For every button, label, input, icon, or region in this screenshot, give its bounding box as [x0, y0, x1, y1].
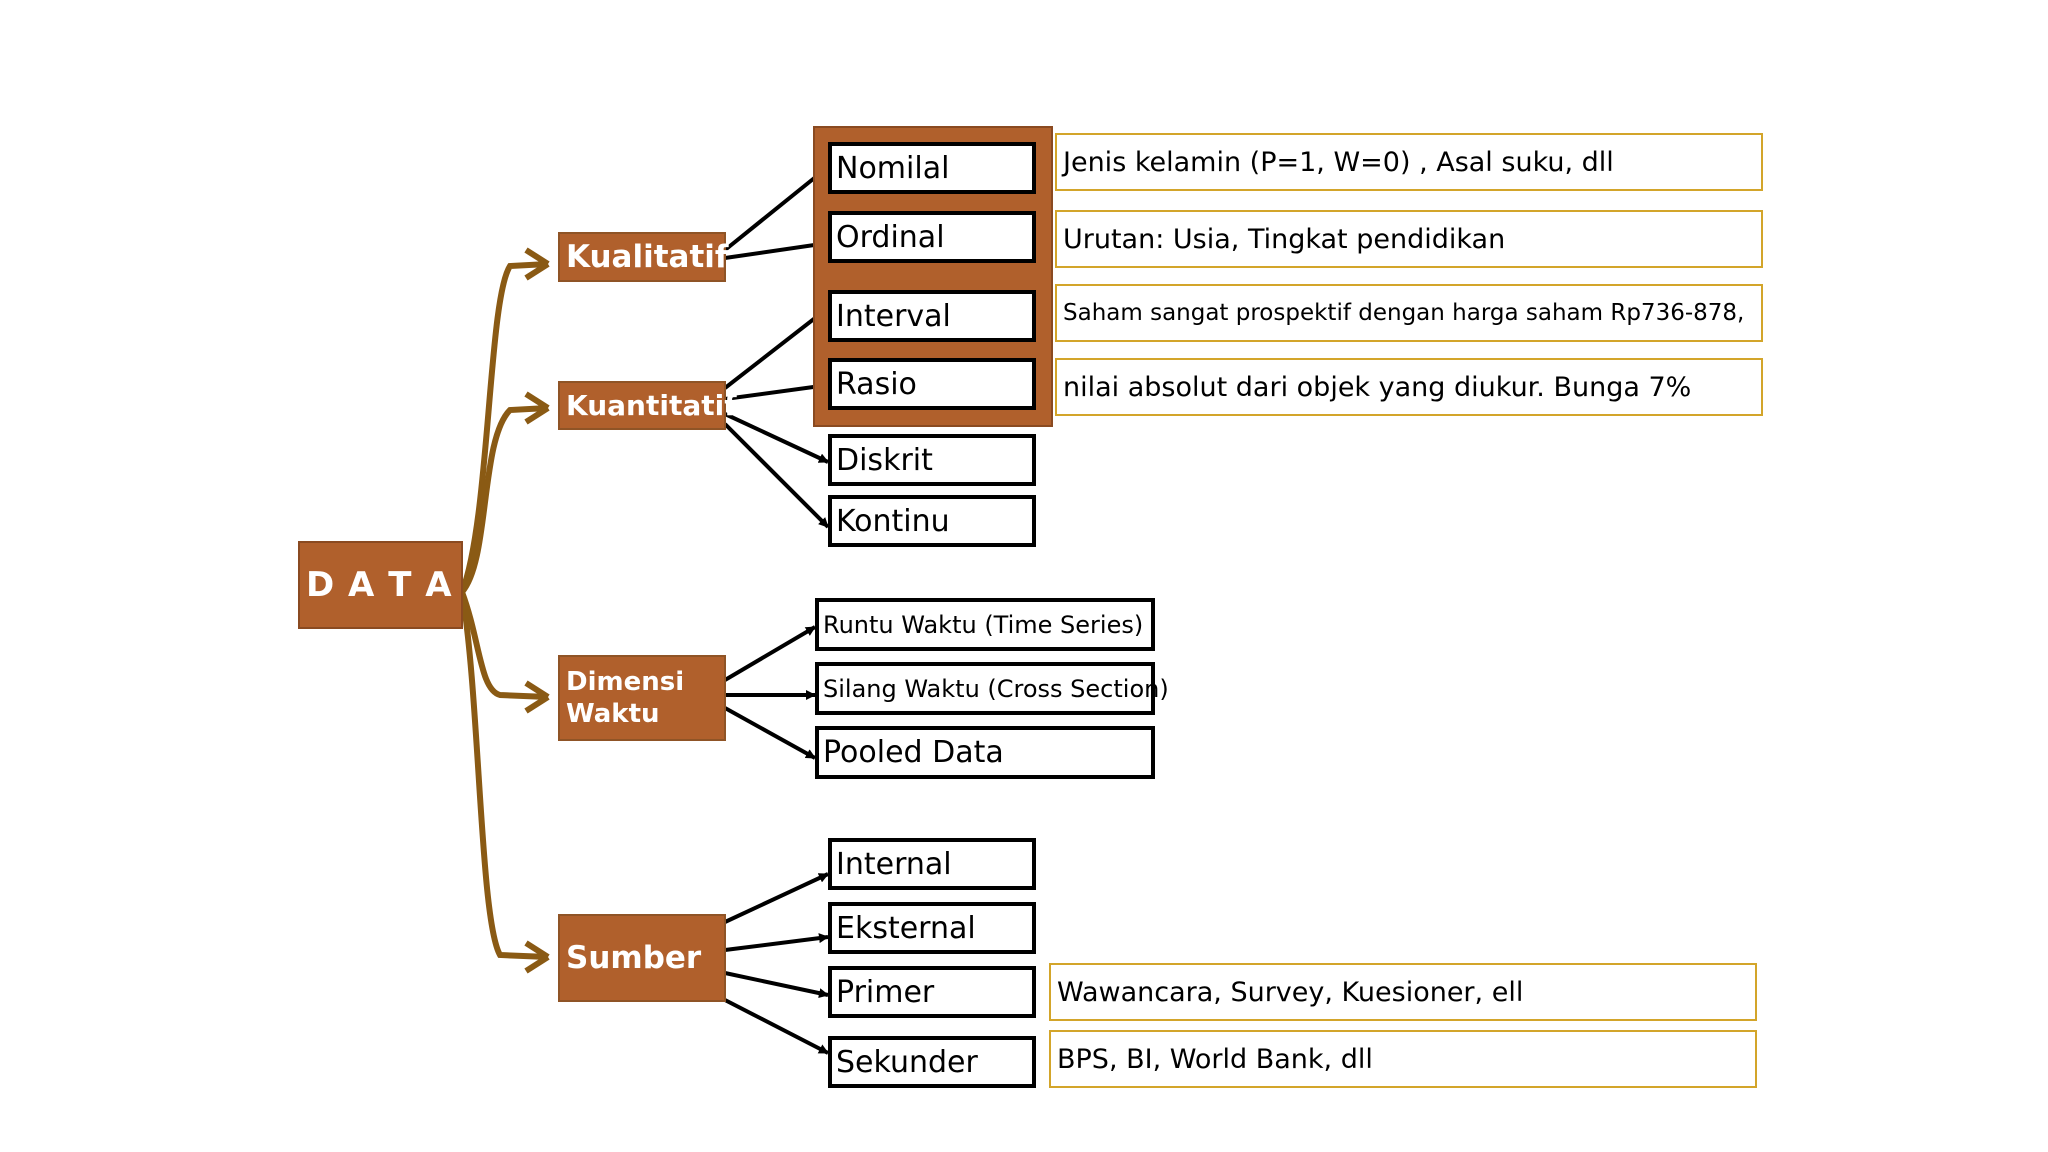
arrow-dimensi-pooled [724, 706, 816, 760]
leaf-silang-waktu-label: Silang Waktu (Cross Section) [823, 674, 1169, 703]
arrow-sumber-eksternal [724, 933, 829, 952]
leaf-pooled-data: Pooled Data [815, 726, 1155, 779]
arrow-kualitatif-nomilal [723, 165, 830, 252]
leaf-ordinal-label: Ordinal [836, 219, 945, 255]
arrow-data-kualitatif [459, 261, 549, 594]
arrow-sumber-internal [724, 872, 829, 924]
leaf-interval: Interval [828, 290, 1036, 342]
leaf-kontinu-label: Kontinu [836, 503, 950, 539]
category-kuantitatif: Kuantitatif [558, 381, 736, 430]
leaf-primer: Primer [828, 966, 1036, 1018]
leaf-internal-label: Internal [836, 846, 952, 882]
category-dimensi-waktu: Dimensi Waktu [558, 655, 726, 741]
leaf-nomilal: Nomilal [828, 142, 1036, 194]
arrow-kuantitatif-diskrit [724, 412, 829, 464]
category-kuantitatif-label: Kuantitatif [566, 389, 737, 422]
example-ordinal-text: Urutan: Usia, Tingkat pendidikan [1063, 223, 1506, 255]
root-arrows [459, 247, 550, 974]
category-dimensi-waktu-label: Dimensi Waktu [566, 667, 685, 729]
leaf-nomilal-label: Nomilal [836, 150, 950, 186]
leaf-silang-waktu: Silang Waktu (Cross Section) [815, 662, 1169, 715]
arrow-kuantitatif-interval [723, 306, 830, 390]
example-interval-text: Saham sangat prospektif dengan harga sah… [1063, 300, 1745, 326]
leaf-ordinal: Ordinal [828, 211, 1036, 263]
leaf-runtu-waktu: Runtu Waktu (Time Series) [815, 598, 1155, 651]
leaf-sekunder: Sekunder [828, 1036, 1036, 1088]
data-root-node: D A T A [298, 541, 463, 629]
leaf-kontinu: Kontinu [828, 495, 1036, 547]
arrow-kuantitatif-kontinu [723, 422, 830, 529]
arrow-data-dimensi-waktu [459, 590, 549, 700]
arrow-kuantitatif-rasio [724, 381, 829, 401]
example-nomilal-text: Jenis kelamin (P=1, W=0) , Asal suku, dl… [1063, 146, 1614, 178]
leaf-primer-label: Primer [836, 974, 935, 1010]
leaf-arrows [723, 165, 830, 1055]
arrow-data-sumber [459, 591, 549, 960]
example-primer: Wawancara, Survey, Kuesioner, ell [1049, 963, 1757, 1021]
leaf-pooled-data-label: Pooled Data [823, 735, 1004, 770]
example-ordinal: Urutan: Usia, Tingkat pendidikan [1055, 210, 1763, 268]
category-kualitatif: Kualitatif [558, 232, 729, 282]
arrow-data-kuantitatif [459, 405, 549, 594]
leaf-eksternal: Eksternal [828, 902, 1036, 954]
arrow-sumber-sekunder [724, 998, 829, 1055]
leaf-rasio: Rasio [828, 358, 1036, 410]
arrow-sumber-primer [724, 971, 829, 999]
leaf-diskrit: Diskrit [828, 434, 1036, 486]
arrow-kualitatif-ordinal [724, 239, 829, 260]
example-rasio: nilai absolut dari objek yang diukur. Bu… [1055, 358, 1763, 416]
leaf-interval-label: Interval [836, 298, 951, 334]
data-root-label: D A T A [306, 565, 453, 605]
category-kualitatif-label: Kualitatif [566, 239, 729, 275]
example-interval: Saham sangat prospektif dengan harga sah… [1055, 284, 1763, 342]
example-sekunder: BPS, BI, World Bank, dll [1049, 1030, 1757, 1088]
leaf-internal: Internal [828, 838, 1036, 890]
category-sumber: Sumber [558, 914, 726, 1002]
example-sekunder-text: BPS, BI, World Bank, dll [1057, 1043, 1373, 1075]
leaf-rasio-label: Rasio [836, 366, 917, 402]
leaf-runtu-waktu-label: Runtu Waktu (Time Series) [823, 610, 1144, 639]
category-sumber-label: Sumber [566, 940, 702, 976]
leaf-diskrit-label: Diskrit [836, 442, 933, 478]
example-rasio-text: nilai absolut dari objek yang diukur. Bu… [1063, 371, 1692, 403]
example-nomilal: Jenis kelamin (P=1, W=0) , Asal suku, dl… [1055, 133, 1763, 191]
arrow-dimensi-runtu [723, 625, 817, 682]
leaf-sekunder-label: Sekunder [836, 1044, 978, 1080]
example-primer-text: Wawancara, Survey, Kuesioner, ell [1057, 976, 1524, 1008]
leaf-eksternal-label: Eksternal [836, 910, 976, 946]
